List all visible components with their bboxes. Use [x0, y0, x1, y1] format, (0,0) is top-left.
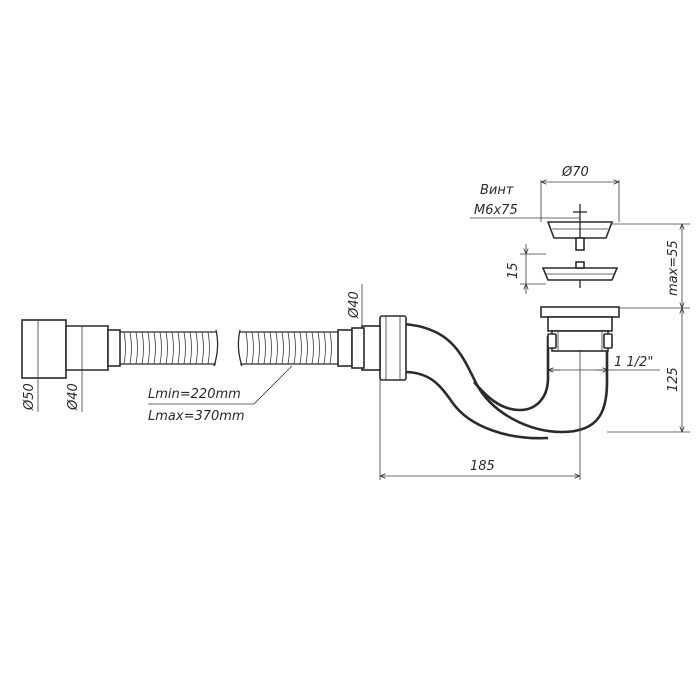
hose-rib: [287, 331, 290, 365]
hose-rib: [123, 331, 126, 365]
hose-rib: [305, 331, 308, 365]
hose-rib: [159, 331, 162, 365]
hose-rib: [323, 331, 326, 365]
dim-trap-height: 125: [607, 308, 690, 433]
screw-label-line2: M6x75: [474, 203, 518, 218]
hose-rib: [245, 331, 248, 365]
screw-callout: Винт M6x75: [470, 183, 580, 219]
hose-rib: [329, 331, 332, 365]
hose-rib: [269, 331, 272, 365]
dim-drain-diameter: Ø70: [540, 165, 620, 222]
hose-rib: [263, 331, 266, 365]
end-d50-label: Ø50: [22, 383, 37, 411]
hose-rib: [299, 331, 302, 365]
hose-rib: [257, 331, 260, 365]
screw-label-line1: Винт: [480, 183, 514, 198]
hose-rib: [251, 331, 254, 365]
hose-rib: [171, 331, 174, 365]
hose-corrugations-left: [123, 331, 210, 365]
hose-rib: [189, 331, 192, 365]
pipe-d40-right-label: Ø40: [347, 291, 362, 319]
hose-length-max-label: Lmax=370mm: [148, 409, 245, 424]
dim-hose-length: Lmin=220mm Lmax=370mm: [148, 365, 293, 424]
hose-length-min-label: Lmin=220mm: [148, 387, 241, 402]
hose-corrugations-right: [245, 331, 332, 365]
trap-width-label: 185: [470, 459, 495, 474]
hose-rib: [165, 331, 168, 365]
hose-rib: [275, 331, 278, 365]
dim-thread: 1 1/2": [548, 355, 660, 370]
hose-rib: [201, 331, 204, 365]
end-d40-label: Ø40: [66, 383, 81, 411]
hose-rib: [177, 331, 180, 365]
corrugated-hose: [21, 319, 365, 379]
hose-rib: [207, 331, 210, 365]
hose-rib: [153, 331, 156, 365]
hose-rib: [195, 331, 198, 365]
hose-rib: [141, 331, 144, 365]
dim-grate-gap: 15: [506, 244, 546, 294]
drain-grate: [541, 261, 619, 288]
trap-height-label: 125: [666, 367, 681, 392]
hose-rib: [293, 331, 296, 365]
hose-rib: [147, 331, 150, 365]
dim-max-height: max=55: [612, 223, 690, 309]
hose-rib: [129, 331, 132, 365]
dim-end-fitting: Ø50 Ø40: [22, 320, 83, 412]
dim-pipe-d40-right: Ø40: [347, 284, 363, 326]
hose-rib: [311, 331, 314, 365]
dim-trap-width: 185: [379, 350, 581, 480]
hose-rib: [135, 331, 138, 365]
drain-outlet-body: [540, 306, 620, 352]
union-nut: [361, 315, 407, 381]
thread-size-label: 1 1/2": [614, 355, 653, 370]
trap-body: [403, 322, 609, 440]
drain-diameter-label: Ø70: [561, 165, 589, 180]
max-height-label: max=55: [666, 240, 681, 296]
drain-cup: [546, 204, 614, 251]
hose-rib: [317, 331, 320, 365]
grate-gap-label: 15: [506, 262, 521, 279]
hose-rib: [281, 331, 284, 365]
hose-rib: [183, 331, 186, 365]
